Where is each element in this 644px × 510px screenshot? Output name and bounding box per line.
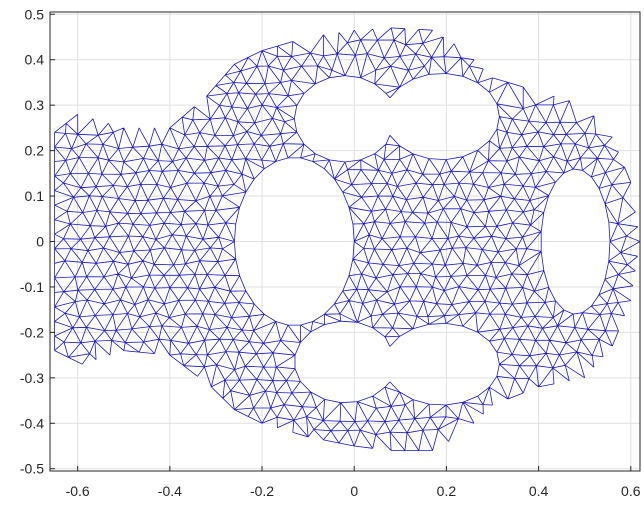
- x-tick-label: 0.6: [621, 483, 641, 499]
- y-tick-label: 0: [36, 234, 44, 250]
- y-tick-label: -0.1: [20, 279, 44, 295]
- y-tick-label: 0.5: [25, 6, 45, 22]
- x-tick-label: -0.2: [250, 483, 274, 499]
- mesh-edges: [54, 27, 641, 451]
- x-axis-ticks: -0.6 -0.4 -0.2 0 0.2 0.4 0.6: [66, 466, 641, 499]
- grid-lines: [50, 12, 640, 471]
- y-tick-label: -0.5: [20, 461, 44, 477]
- y-tick-label: -0.3: [20, 370, 44, 386]
- y-tick-label: -0.4: [20, 415, 44, 431]
- y-tick-label: 0.1: [25, 188, 45, 204]
- x-tick-label: 0.2: [437, 483, 457, 499]
- triangular-mesh: [54, 27, 641, 451]
- x-tick-label: 0: [350, 483, 358, 499]
- y-tick-label: 0.3: [25, 97, 45, 113]
- x-tick-label: -0.4: [158, 483, 182, 499]
- y-tick-label: 0.2: [25, 143, 45, 159]
- y-axis-ticks: 0.5 0.4 0.3 0.2 0.1 0 -0.1 -0.2 -0.3 -0.4 -0.5: [20, 6, 55, 477]
- y-tick-label: 0.4: [25, 52, 45, 68]
- y-tick-label: -0.2: [20, 324, 44, 340]
- x-tick-label: 0.4: [529, 483, 549, 499]
- x-tick-label: -0.6: [66, 483, 90, 499]
